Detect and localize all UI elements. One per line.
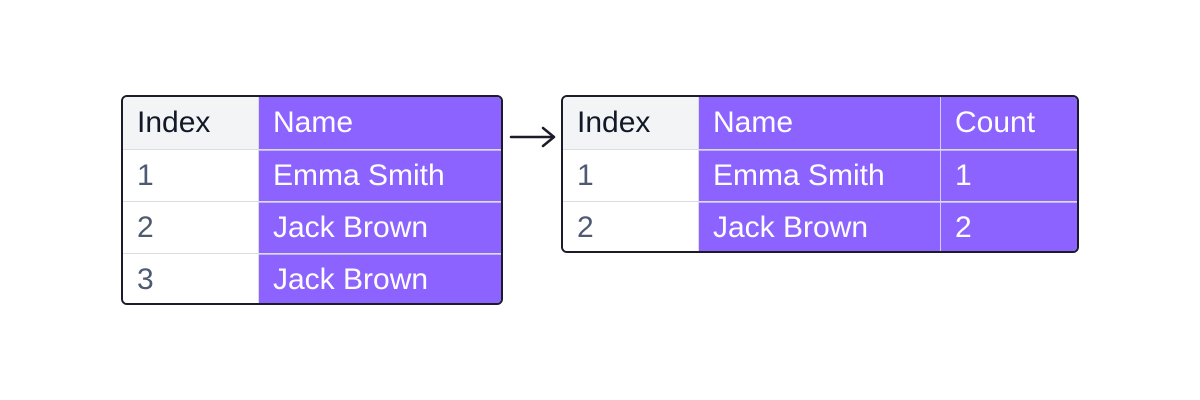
table-row: 1 Emma Smith 1	[563, 149, 1077, 201]
cell-index: 2	[123, 202, 259, 253]
header-index: Index	[123, 97, 259, 149]
right-arrow-icon	[509, 126, 556, 148]
table-row: 2 Jack Brown	[123, 201, 501, 253]
table-row: 2 Jack Brown 2	[563, 201, 1077, 251]
table-row: 1 Emma Smith	[123, 149, 501, 201]
table-header-row: Index Name	[123, 97, 501, 149]
table-header-row: Index Name Count	[563, 97, 1077, 149]
cell-name: Jack Brown	[699, 202, 941, 251]
cell-index: 1	[123, 150, 259, 201]
cell-count: 2	[941, 202, 1077, 251]
header-index: Index	[563, 97, 699, 149]
cell-index: 3	[123, 254, 259, 303]
cell-name: Emma Smith	[699, 150, 941, 201]
cell-name: Jack Brown	[259, 254, 501, 303]
table-row: 3 Jack Brown	[123, 253, 501, 303]
input-table: Index Name 1 Emma Smith 2 Jack Brown 3 J…	[121, 95, 503, 305]
cell-index: 1	[563, 150, 699, 201]
header-name: Name	[699, 97, 941, 149]
output-table: Index Name Count 1 Emma Smith 1 2 Jack B…	[561, 95, 1079, 253]
header-name: Name	[259, 97, 501, 149]
cell-count: 1	[941, 150, 1077, 201]
cell-index: 2	[563, 202, 699, 251]
cell-name: Emma Smith	[259, 150, 501, 201]
cell-name: Jack Brown	[259, 202, 501, 253]
header-count: Count	[941, 97, 1077, 149]
